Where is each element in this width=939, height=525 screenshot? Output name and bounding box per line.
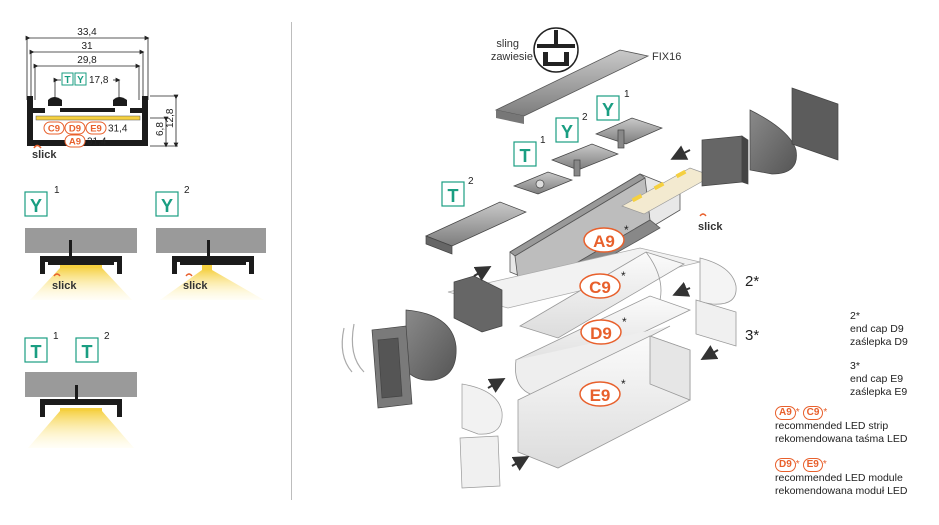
t2-label: T: [82, 342, 93, 362]
badge-y1-right: Y: [602, 100, 614, 120]
c9-tag-label: C9: [589, 278, 611, 297]
e9-tag-label: E9: [590, 386, 611, 405]
legend-strip-line1: recommended LED strip: [775, 420, 889, 432]
c9-tag: C9 *: [579, 269, 626, 299]
slick-logo-right: slick: [698, 221, 723, 233]
d9-tag-label: D9: [590, 324, 612, 343]
legend-led-strip: A9* C9* recommended LED strip rekomendow…: [775, 406, 908, 446]
strip-badges-row: C9 D9 E9 31,4 A9 31,4: [43, 121, 128, 148]
led-strip: [621, 167, 713, 215]
end-caps-right: [701, 87, 839, 187]
legend-module-badges: D9* E9*: [775, 458, 908, 472]
end-caps-left: [341, 275, 503, 489]
end-cap-e9: 3*: [695, 299, 759, 347]
legend-module-line2: rekomendowana moduł LED: [775, 485, 908, 497]
dim-inner-width: 29,8: [77, 55, 97, 66]
t2-sup: 2: [104, 331, 110, 342]
badge-c9-small: C9: [48, 124, 60, 135]
mount-y2: Y 2 slick: [155, 185, 266, 300]
y1-label: Y: [30, 196, 42, 216]
legend-n3-line1: end cap E9: [850, 373, 904, 385]
y2-sup: 2: [184, 185, 190, 196]
badge-y2-right: Y: [561, 122, 573, 142]
fix16-label: FIX16: [652, 51, 681, 63]
dim-mid-width: 31: [81, 41, 93, 52]
legend-e9-badge: E9: [802, 458, 823, 472]
legend-module-line1: recommended LED module: [775, 472, 903, 484]
mount-y1: Y 1 slick: [24, 185, 137, 300]
badge-t1-right: T: [520, 146, 531, 166]
end-cap-d9: 2*: [699, 257, 759, 305]
badge-t2-right: T: [448, 186, 459, 206]
e9-tag: E9 *: [579, 377, 626, 407]
arrow-icon: [473, 145, 719, 471]
fix16-mount: FIX16: [494, 49, 681, 124]
e9-star: *: [621, 377, 626, 391]
badge-t-small: T: [64, 75, 70, 86]
d9-star: *: [622, 315, 627, 329]
legend-strip-line2: rekomendowana taśma LED: [775, 433, 908, 445]
legend-n3-line2: zaślepka E9: [850, 386, 908, 398]
cap3-label: 3*: [745, 327, 759, 344]
dim-ty-width: 17,8: [89, 75, 109, 86]
t1-sup: 1: [53, 331, 59, 342]
sling-icon: sling zawiesie: [491, 27, 579, 73]
sling-label: sling: [496, 38, 519, 50]
legend-end-cap-d9: 2* end cap D9 zaślepka D9: [850, 310, 908, 349]
zawiesie-label: zawiesie: [491, 51, 533, 63]
slick-logo-y1: slick: [52, 280, 77, 292]
legend-d9-star: *: [795, 459, 800, 470]
mounting-clips: [425, 117, 663, 255]
legend-c9-star: *: [823, 407, 828, 418]
legend-a9-star: *: [795, 407, 800, 418]
dim-strip-cde: 31,4: [108, 124, 128, 135]
a9-tag-label: A9: [593, 232, 615, 251]
dim-outer-width: 33,4: [77, 27, 97, 38]
t1-label: T: [31, 342, 42, 362]
legend-a9-badge: A9: [775, 406, 796, 420]
badge-y-small: Y: [77, 75, 84, 86]
badge-t1-sup: 1: [540, 135, 546, 146]
badge-t2-sup: 2: [468, 176, 474, 187]
legend-led-module: D9* E9* recommended LED module rekomendo…: [775, 458, 908, 498]
d9-tag: D9 *: [580, 315, 627, 345]
c9-star: *: [621, 269, 626, 283]
legend-end-cap-e9: 3* end cap E9 zaślepka E9: [850, 360, 907, 399]
badge-d9-small: D9: [69, 124, 81, 135]
slick-logo-icon: slick: [32, 149, 57, 161]
profile-cross-section: 33,4 31 29,8 T Y 17,8 6,8 12,8 C9 D9: [25, 27, 179, 161]
legend-e9-star: *: [822, 459, 827, 470]
a9-star: *: [624, 223, 629, 237]
legend-c9-badge: C9: [802, 406, 824, 420]
badge-y1-sup: 1: [624, 89, 630, 100]
dim-height-total: 12,8: [165, 108, 176, 128]
legend-n3: 3*: [850, 360, 860, 372]
legend-d9-badge: D9: [775, 458, 796, 472]
right-badges: Y 1 Y 2 T 1 T 2: [441, 89, 630, 207]
badge-a9-small: A9: [69, 137, 81, 148]
y2-label: Y: [161, 196, 173, 216]
badge-e9-small: E9: [90, 124, 102, 135]
slick-logo-y2: slick: [183, 280, 208, 292]
legend-n2: 2*: [850, 310, 860, 322]
badge-y2-sup: 2: [582, 112, 588, 123]
legend-n2-line2: zaślepka D9: [850, 336, 908, 348]
mount-t: T 1 T 2: [24, 331, 137, 448]
cap2-label: 2*: [745, 273, 759, 290]
legend-strip-badges: A9* C9*: [775, 406, 908, 420]
dim-strip-a9: 31,4: [87, 137, 107, 148]
dim-height-small: 6,8: [155, 122, 166, 136]
legend-n2-line1: end cap D9: [850, 323, 904, 335]
a9-tag: A9 *: [583, 223, 629, 253]
panel-divider: [291, 22, 292, 500]
y1-sup: 1: [54, 185, 60, 196]
